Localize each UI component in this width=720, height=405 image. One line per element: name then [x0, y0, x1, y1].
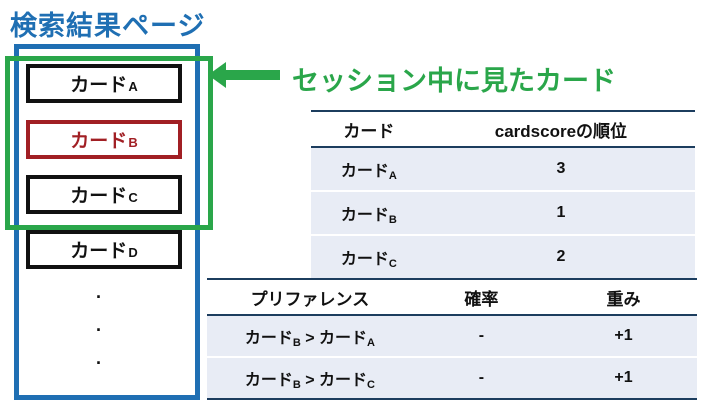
- pref-header-probability: 確率: [412, 278, 550, 316]
- card-c-label: カード: [70, 186, 128, 207]
- rank-cell-card: カードB: [311, 191, 427, 236]
- rank-card-name: カード: [340, 207, 389, 224]
- page-title: 検索結果ページ: [10, 11, 206, 41]
- card-a-label: カード: [70, 75, 128, 96]
- table-row: カードB 1: [311, 191, 695, 236]
- table-row: カードB > カードA - +1: [207, 315, 697, 358]
- pref-operator: >: [300, 330, 320, 347]
- pref-cell-weight: +1: [549, 357, 697, 400]
- rank-cell-card: カードC: [311, 235, 427, 280]
- table-row: カードC 2: [311, 235, 695, 280]
- pref-cell-probability: -: [412, 357, 550, 400]
- pref-right-sub: A: [367, 337, 375, 349]
- card-d-label: カード: [70, 241, 128, 262]
- card-d-sub: D: [128, 245, 138, 260]
- table-row: カードB > カードC - +1: [207, 357, 697, 400]
- rank-card-sub: B: [388, 214, 397, 226]
- pref-cell-weight: +1: [549, 315, 697, 358]
- rank-header-card: カード: [311, 110, 427, 148]
- ellipsis-dot: .: [96, 282, 102, 302]
- card-b-sub: B: [128, 135, 138, 150]
- card-c-sub: C: [128, 190, 138, 205]
- pref-left-sub: B: [292, 337, 301, 349]
- cardscore-rank-table: カード cardscoreの順位 カードA 3 カードB 1 カードC 2: [311, 110, 695, 280]
- pref-header-preference: プリファレンス: [207, 278, 413, 316]
- pref-cell-probability: -: [412, 315, 550, 358]
- pref-left-name: カード: [244, 330, 293, 347]
- session-viewed-frame: [5, 56, 213, 230]
- ellipsis-dot: .: [96, 348, 102, 368]
- pref-right-name: カード: [319, 372, 368, 389]
- rank-header-rank: cardscoreの順位: [426, 110, 695, 148]
- session-label: セッション中に見たカード: [292, 66, 616, 96]
- preference-table: プリファレンス 確率 重み カードB > カードA - +1 カードB > カー…: [207, 278, 697, 400]
- rank-card-name: カード: [340, 251, 389, 268]
- pref-cell-pair: カードB > カードA: [207, 315, 413, 358]
- card-b-label: カード: [70, 131, 128, 152]
- left-arrow-icon: [208, 62, 280, 88]
- pref-operator: >: [300, 372, 320, 389]
- rank-card-sub: A: [388, 170, 397, 182]
- pref-right-sub: C: [367, 379, 375, 391]
- rank-cell-value: 3: [426, 147, 695, 192]
- pref-header-weight: 重み: [549, 278, 697, 316]
- rank-cell-card: カードA: [311, 147, 427, 192]
- search-results-frame: [14, 44, 200, 400]
- table-row: カードA 3: [311, 147, 695, 192]
- pref-left-sub: B: [292, 379, 301, 391]
- pref-right-name: カード: [319, 330, 368, 347]
- pref-cell-pair: カードB > カードC: [207, 357, 413, 400]
- rank-card-name: カード: [340, 163, 389, 180]
- card-a-sub: A: [128, 79, 138, 94]
- ellipsis-dot: .: [96, 315, 102, 335]
- rank-cell-value: 2: [426, 235, 695, 280]
- rank-cell-value: 1: [426, 191, 695, 236]
- rank-card-sub: C: [388, 258, 397, 270]
- pref-left-name: カード: [244, 372, 293, 389]
